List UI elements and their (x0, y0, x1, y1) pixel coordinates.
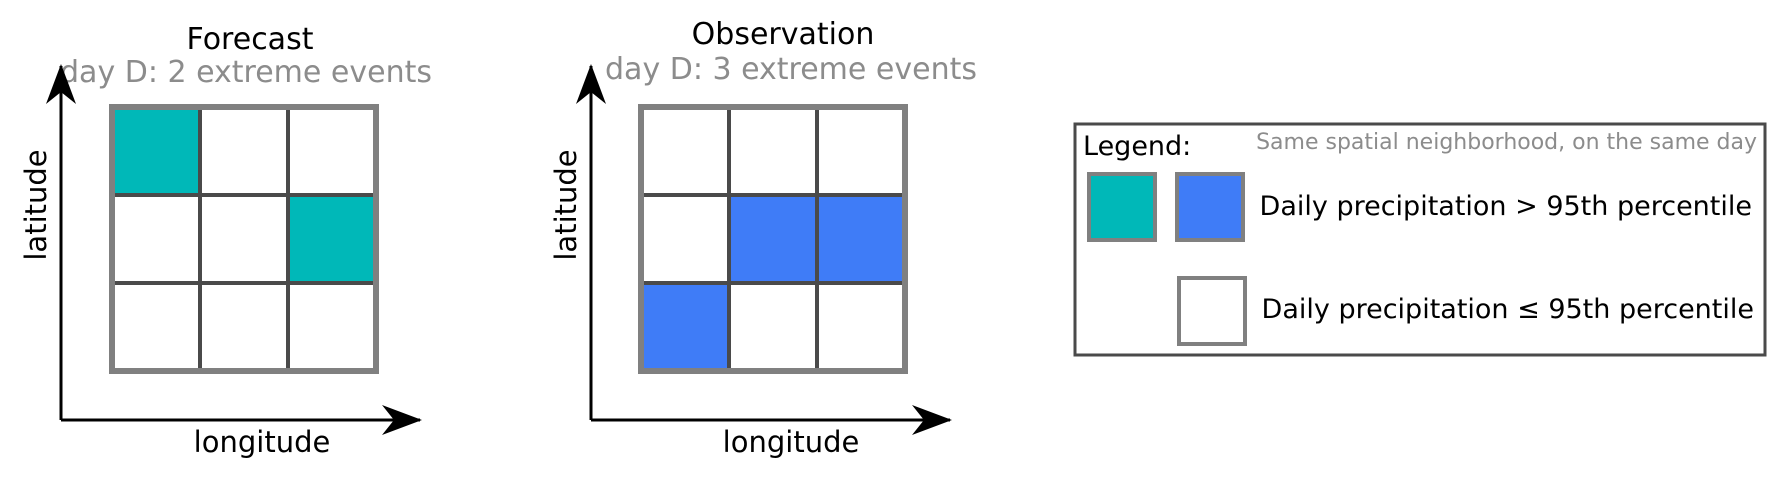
panel-subtitle: day D: 3 extreme events (605, 52, 977, 87)
grid-cell (110, 193, 202, 285)
grid-cell (727, 105, 819, 197)
forecast-grid (109, 104, 379, 374)
grid-cell (198, 105, 290, 197)
grid-cell (639, 105, 731, 197)
grid-cell-extreme (815, 193, 907, 285)
observation-panel: Observation day D: 3 extreme events long… (549, 17, 977, 459)
grid-cell-extreme (727, 193, 819, 285)
grid-cell (198, 193, 290, 285)
legend-note: Same spatial neighborhood, on the same d… (1256, 130, 1757, 155)
grid-cell-extreme (639, 281, 731, 373)
grid-cell (815, 281, 907, 373)
grid-cell-extreme (286, 193, 378, 285)
legend-forecast-swatch (1087, 172, 1157, 242)
grid-cell (286, 281, 378, 373)
x-axis-label: longitude (194, 425, 331, 459)
legend-observation-swatch (1175, 172, 1245, 242)
grid-cell (198, 281, 290, 373)
grid-outer-border (638, 104, 908, 374)
y-axis-label: latitude (19, 149, 53, 260)
grid-cell (639, 193, 731, 285)
y-axis-label: latitude (549, 149, 583, 260)
grid-outer-border (109, 104, 379, 374)
legend: Legend: Same spatial neighborhood, on th… (1073, 122, 1767, 357)
grid-cell (727, 281, 819, 373)
grid-cell (110, 281, 202, 373)
x-axis-label: longitude (723, 425, 860, 459)
legend-empty-swatch (1177, 276, 1247, 346)
observation-grid (638, 104, 908, 374)
panel-title: Observation (692, 17, 875, 52)
grid-cell-extreme (110, 105, 202, 197)
grid-cell (286, 105, 378, 197)
legend-below-label: Daily precipitation ≤ 95th percentile (1262, 294, 1754, 325)
legend-title: Legend: (1083, 131, 1191, 162)
forecast-panel: Forecast day D: 2 extreme events longitu… (19, 22, 432, 459)
grid-cell (815, 105, 907, 197)
panel-subtitle: day D: 2 extreme events (60, 55, 432, 90)
panel-title: Forecast (187, 22, 314, 57)
legend-above-label: Daily precipitation > 95th percentile (1260, 191, 1752, 222)
